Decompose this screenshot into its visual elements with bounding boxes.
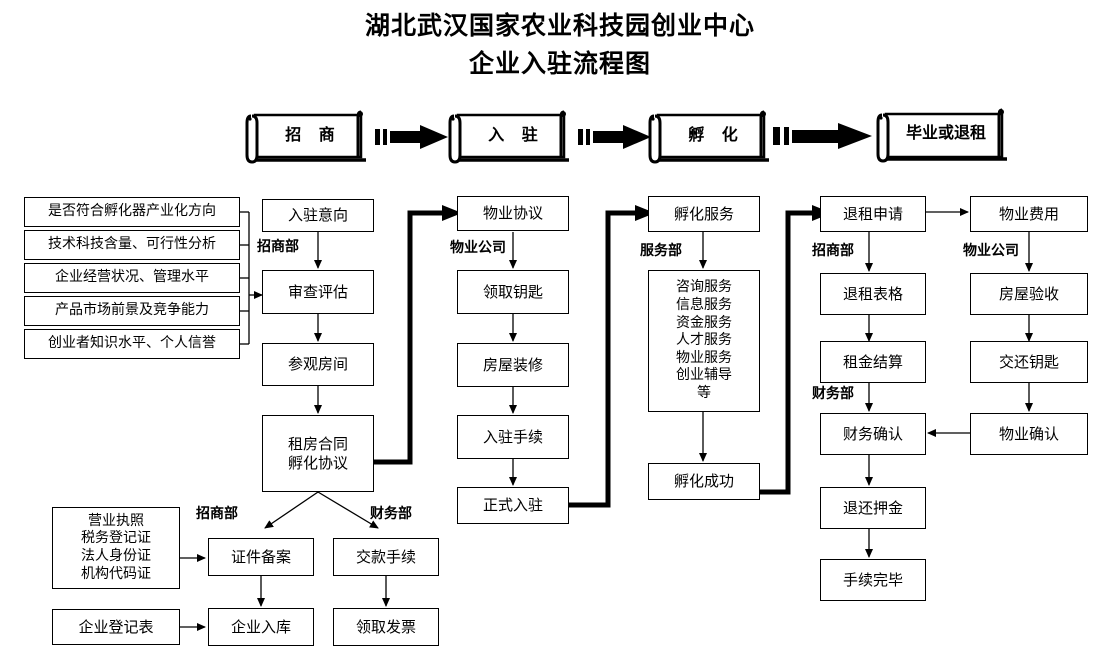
stage-banner-movein[interactable]: 入 驻 [445,110,577,164]
step-box-collect-keys[interactable]: 领取钥匙 [457,270,569,314]
step-label: 房屋验收 [998,284,1059,303]
page-title-line2: 企业入驻流程图 [468,49,651,78]
step-box-service-list[interactable]: 咨询服务 信息服务 资金服务 人才服务 物业服务 创业辅导 等 [648,270,760,412]
link-incubate-to-exit [760,210,820,495]
stage-banner-label: 招 商 [285,125,341,144]
scroll-shape-icon [448,110,569,164]
step-box-lease-and-incubation-agreement[interactable]: 租房合同 孵化协议 [262,415,374,492]
scroll-shape-icon [648,110,769,164]
scroll-shape-icon [876,108,1007,163]
step-label: 入驻手续 [482,427,543,446]
step-box-house-inspection[interactable]: 房屋验收 [970,273,1088,315]
criteria-label: 产品市场前景及竞争能力 [55,302,209,319]
step-label: 孵化成功 [673,472,734,491]
step-label: 证件备案 [230,547,291,566]
step-box-document-filing[interactable]: 证件备案 [208,538,314,576]
step-label: 入驻意向 [287,206,348,225]
step-box-collect-invoice[interactable]: 领取发票 [333,608,439,646]
criteria-label: 是否符合孵化器产业化方向 [48,203,216,220]
stage-banner-label: 毕业或退租 [905,123,986,142]
step-label: 房屋装修 [482,355,543,374]
criteria-label: 企业经营状况、管理水平 [55,269,209,286]
criteria-label: 创业者知识水平、个人信誉 [48,335,216,352]
stage-arrow-3 [773,123,872,149]
stage-banner-label: 孵 化 [688,125,744,144]
dept-label-property-company-1: 物业公司 [450,240,506,256]
stage-banner-label: 入 驻 [488,125,544,144]
registration-form-label: 企业登记表 [78,617,154,636]
step-box-return-keys[interactable]: 交还钥匙 [970,341,1088,383]
step-label: 孵化服务 [673,204,734,223]
dept-label-finance-2: 财务部 [370,506,412,522]
bottom-split-arrows [264,491,379,529]
link-contract-to-property [373,210,450,465]
criteria-box-5[interactable]: 创业者知识水平、个人信誉 [24,329,240,359]
dept-label-recruit-3: 招商部 [196,506,238,522]
step-box-exit-form[interactable]: 退租表格 [820,273,926,315]
step-label: 物业确认 [998,424,1059,443]
stage-banner-incubate[interactable]: 孵 化 [645,110,777,164]
step-label: 交款手续 [355,547,416,566]
dept-label-finance-1: 财务部 [812,386,854,402]
step-label: 领取发票 [355,617,416,636]
step-box-finance-confirm[interactable]: 财务确认 [820,413,926,455]
step-label: 参观房间 [287,355,348,374]
step-label: 企业入库 [230,617,291,636]
step-box-incubation-service[interactable]: 孵化服务 [648,196,760,232]
step-box-property-confirm[interactable]: 物业确认 [970,413,1088,455]
dept-label-service-dept: 服务部 [640,243,682,259]
dept-label-recruit-2: 招商部 [812,243,854,259]
criteria-label: 技术科技含量、可行性分析 [48,236,216,253]
criteria-box-2[interactable]: 技术科技含量、可行性分析 [24,230,240,260]
stage-banner-graduate-or-exit[interactable]: 毕业或退租 [873,108,1013,163]
step-box-rent-settlement[interactable]: 租金结算 [820,341,926,383]
step-box-move-in-intent[interactable]: 入驻意向 [262,199,374,232]
step-box-property-agreement[interactable]: 物业协议 [457,196,569,231]
step-box-incubation-success[interactable]: 孵化成功 [648,463,760,500]
registration-form-box[interactable]: 企业登记表 [52,609,180,645]
criteria-bracket [240,211,263,345]
stage-arrow-2 [578,125,651,149]
documents-label: 营业执照 税务登记证 法人身份证 机构代码证 [81,512,151,582]
step-label: 退租申请 [842,204,903,223]
step-box-payment-procedure[interactable]: 交款手续 [333,538,439,576]
criteria-box-4[interactable]: 产品市场前景及竞争能力 [24,296,240,326]
step-label: 审查评估 [287,282,348,301]
step-label: 退租表格 [842,284,903,303]
criteria-box-1[interactable]: 是否符合孵化器产业化方向 [24,197,240,227]
service-list-label: 咨询服务 信息服务 资金服务 人才服务 物业服务 创业辅导 等 [676,279,732,402]
step-label: 手续完毕 [842,570,903,589]
criteria-box-3[interactable]: 企业经营状况、管理水平 [24,263,240,293]
step-label: 领取钥匙 [482,282,543,301]
dept-label-recruit-1: 招商部 [257,239,299,255]
step-box-visit-room[interactable]: 参观房间 [262,343,374,386]
page-title-line1: 湖北武汉国家农业科技园创业中心 [364,11,755,40]
step-box-move-in-procedures[interactable]: 入驻手续 [457,415,569,459]
stage-arrow-1 [375,125,448,149]
documents-list-box[interactable]: 营业执照 税务登记证 法人身份证 机构代码证 [52,507,180,589]
step-box-procedure-complete[interactable]: 手续完毕 [820,559,926,601]
step-box-enter-database[interactable]: 企业入库 [208,608,314,646]
step-box-property-fee[interactable]: 物业费用 [970,196,1088,232]
step-label: 物业协议 [482,204,543,223]
step-label: 租金结算 [842,352,903,371]
step-box-deposit-refund[interactable]: 退还押金 [820,487,926,529]
step-label: 物业费用 [998,204,1059,223]
step-box-review-evaluation[interactable]: 审查评估 [262,270,374,314]
step-label: 正式入驻 [482,496,543,515]
step-label: 财务确认 [842,424,903,443]
step-label: 交还钥匙 [998,352,1059,371]
step-box-room-renovation[interactable]: 房屋装修 [457,343,569,387]
step-box-formal-move-in[interactable]: 正式入驻 [457,487,569,524]
scroll-shape-icon [245,110,366,164]
dept-label-property-company-2: 物业公司 [963,243,1019,259]
link-movein-to-incubate [566,210,643,508]
step-label: 退还押金 [842,498,903,517]
step-box-exit-application[interactable]: 退租申请 [820,196,926,232]
step-label: 租房合同 孵化协议 [287,434,348,472]
stage-banner-recruit[interactable]: 招 商 [242,110,374,164]
